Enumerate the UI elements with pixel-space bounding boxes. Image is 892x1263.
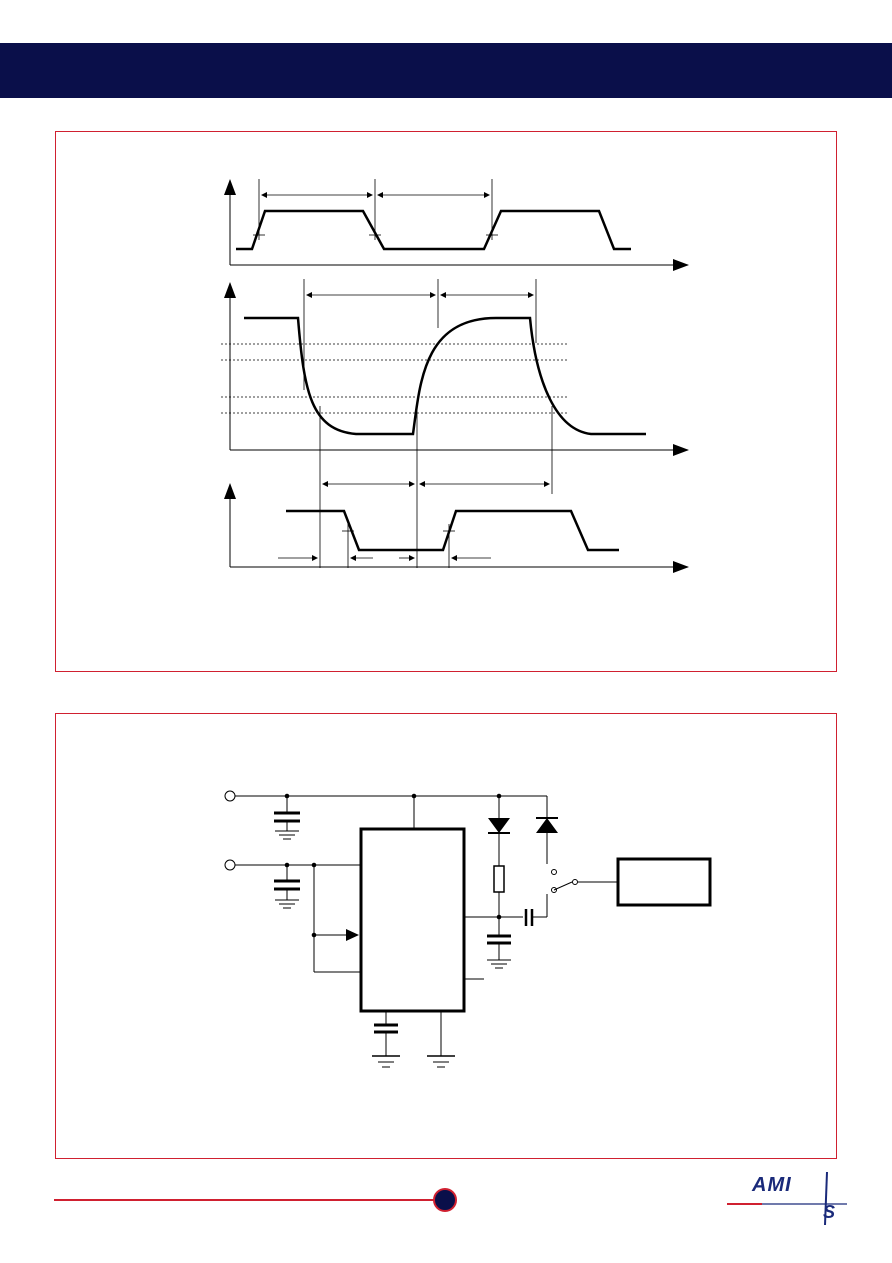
logic-waveform — [286, 509, 619, 552]
edge-ticks — [253, 234, 498, 532]
ic-body — [359, 827, 466, 1013]
dimension-arrows — [261, 192, 550, 561]
header-bar — [0, 43, 892, 98]
application-circuit-panel — [55, 713, 837, 1159]
axes-bottom — [224, 483, 689, 573]
axes-middle — [224, 282, 689, 456]
logo-text: AMI — [752, 1174, 792, 1196]
footer-line — [54, 1199, 434, 1201]
axes-top — [224, 179, 689, 271]
logo-star-icon — [727, 1171, 847, 1226]
timing-diagram-panel — [55, 131, 837, 672]
threshold-lines — [221, 343, 568, 414]
application-circuit — [224, 790, 712, 1068]
resistor — [493, 865, 505, 893]
timing-diagram — [221, 179, 689, 573]
input-waveform — [236, 209, 631, 251]
terminal-input — [224, 859, 236, 871]
logo-sub-text: S — [823, 1202, 836, 1222]
company-logo: AMI S — [722, 1170, 852, 1230]
load-block — [616, 857, 712, 907]
terminal-supply — [224, 790, 236, 802]
reference-lines — [258, 179, 553, 568]
output-waveform — [244, 316, 646, 436]
page-number-dot — [433, 1188, 457, 1212]
diode-1 — [488, 818, 510, 833]
diode-2 — [536, 818, 558, 833]
